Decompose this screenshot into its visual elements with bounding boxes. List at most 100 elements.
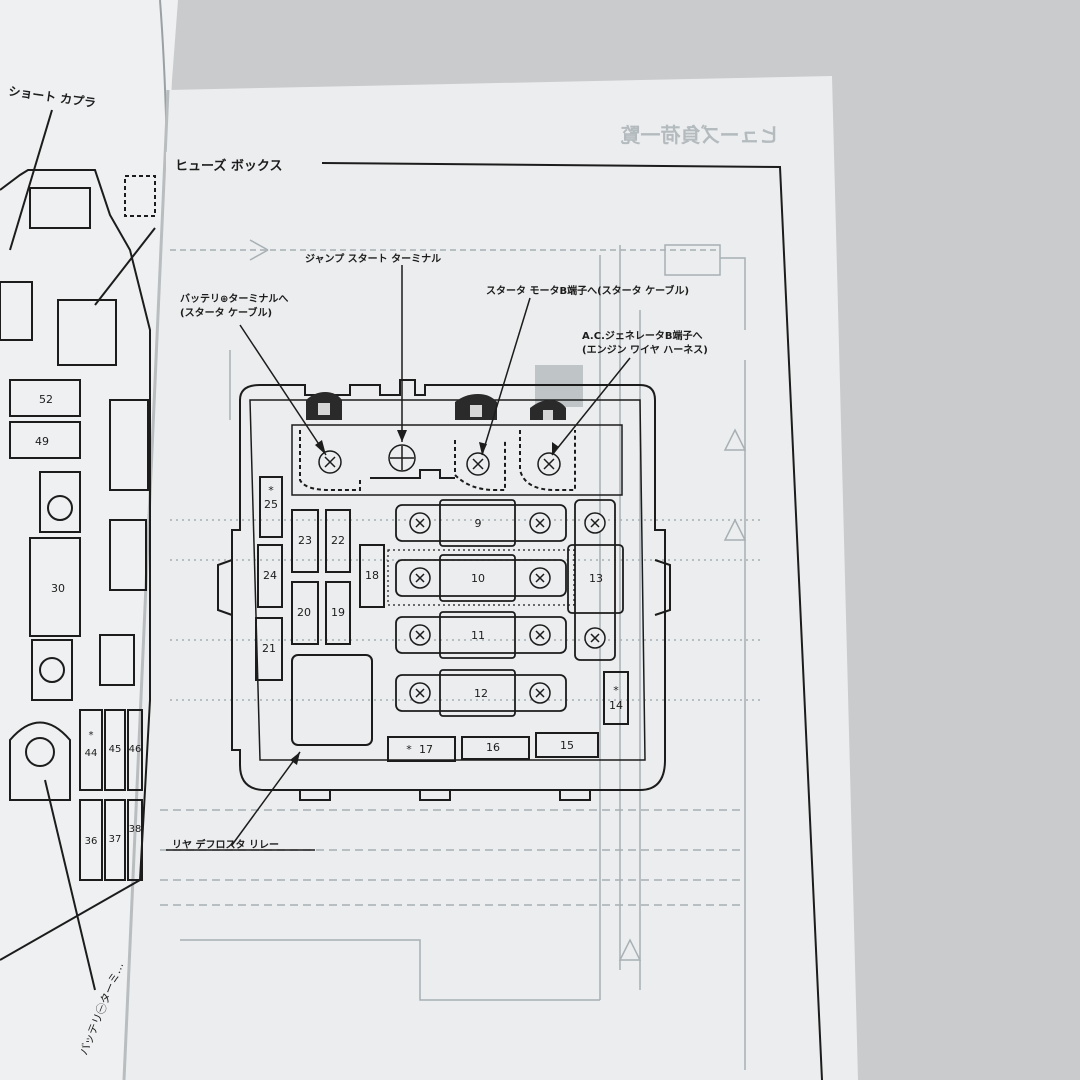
starter-terminal-dashed — [454, 440, 506, 491]
left-fuse-38: 38 — [129, 824, 142, 835]
fuse-14-star: * — [613, 684, 619, 697]
alternator-label: A.C.ジェネレータB端子へ — [582, 329, 702, 342]
fuse-14-label: 14 — [609, 699, 623, 712]
left-fuse-44: 44 — [85, 748, 98, 759]
left-fuse-37: 37 — [109, 834, 122, 845]
battery-plus-sublabel: (スタータ ケーブル) — [180, 306, 272, 319]
fuse-12-label: 12 — [474, 687, 488, 700]
left-leader-2 — [94, 227, 156, 306]
fuse-11-body — [439, 611, 516, 659]
left-box-outline — [0, 169, 151, 961]
left-bolt-3 — [25, 737, 55, 767]
left-fuse-49: 49 — [35, 435, 49, 448]
fuse-18-label: 18 — [365, 569, 379, 582]
left-page-drawing: ショート カプラ — [0, 83, 156, 991]
fuse-25-star: * — [268, 484, 274, 497]
callout-leaders — [166, 265, 631, 851]
fuse-19-label: 19 — [331, 606, 345, 619]
left-box-tab — [29, 187, 91, 229]
callout-arrowheads — [290, 430, 559, 765]
fuse-25-label: 25 — [264, 498, 278, 511]
box-frame: ヒューズ ボックス — [166, 152, 823, 1080]
left-relay-e — [99, 634, 135, 686]
fuse-15-body — [535, 732, 599, 758]
fuse-9-label: 9 — [475, 517, 482, 530]
fuse-17-star: * — [406, 743, 412, 756]
left-dashed-tag — [124, 175, 156, 217]
fuse-15-label: 15 — [560, 739, 574, 752]
title-bg — [166, 152, 322, 174]
defroster-leader — [231, 751, 301, 846]
fuse-17-body — [387, 736, 456, 762]
left-fuse-36: 36 — [85, 836, 98, 847]
left-bolt-block-2 — [31, 639, 73, 701]
left-fuse-52: 52 — [39, 393, 53, 406]
frame-border — [321, 162, 823, 1080]
terminal-bolts — [318, 444, 561, 476]
fuse-24-body — [257, 544, 283, 608]
fuse-10-label: 10 — [471, 572, 485, 585]
terminal-block — [291, 424, 623, 496]
left-battery-terminal — [9, 721, 71, 801]
left-page — [0, 0, 178, 1080]
fuse-20-label: 20 — [297, 606, 311, 619]
left-fuse-38-box — [127, 799, 143, 881]
left-relay-b — [57, 299, 117, 366]
fuse-25-body — [259, 476, 283, 538]
left-fuse-45-box — [104, 709, 126, 791]
starter-motor-label: スタータ モータB端子へ(スタータ ケーブル) — [486, 284, 689, 297]
left-relay-c — [109, 399, 149, 491]
rear-defroster-relay-label: リヤ デフロスタ リレー — [172, 838, 279, 851]
fuse-box-outline — [231, 379, 666, 791]
alternator-sublabel: (エンジン ワイヤ ハーネス) — [582, 344, 708, 356]
alternator-leader — [551, 357, 631, 456]
maxi-fuses — [387, 499, 624, 717]
battery-terminal-dashed — [299, 430, 361, 491]
left-battery-leader — [44, 779, 96, 991]
right-page — [124, 76, 858, 1080]
fuse-23-label: 23 — [298, 534, 312, 547]
battery-plus-label: バッテリ⊕ターミナルへ — [180, 293, 288, 305]
bleed-through-header: ヒューズ負荷一覧 — [621, 123, 780, 147]
jump-start-label: ジャンプ スタート ターミナル — [305, 252, 441, 265]
left-fuse-30-box — [29, 537, 81, 637]
left-relay-a — [0, 281, 33, 341]
short-coupler-leader — [9, 109, 53, 251]
left-fuse-44-box — [79, 709, 103, 791]
fuse-16-body — [461, 736, 530, 760]
fuse-13-body — [574, 499, 616, 661]
left-fuse-37-box — [104, 799, 126, 881]
left-fuse-52-box — [9, 379, 81, 417]
left-fuse-44-star: * — [89, 730, 94, 741]
fuse-22-label: 22 — [331, 534, 345, 547]
fuse-23-body — [291, 509, 319, 573]
left-relay-d — [109, 519, 147, 591]
left-fuse-36-box — [79, 799, 103, 881]
fuse-13-label: 13 — [589, 572, 603, 585]
fuse-16-label: 16 — [486, 741, 500, 754]
fuse-24-label: 24 — [263, 569, 277, 582]
fuse-20-body — [291, 581, 319, 645]
fuse-12-body — [439, 669, 516, 717]
left-bolt-1 — [47, 495, 73, 521]
terminal-bridge — [370, 469, 455, 479]
battery-leader — [239, 324, 327, 456]
fuse-box-title: ヒューズ ボックス — [175, 158, 283, 174]
fuse-9-body — [439, 499, 516, 547]
starter-leader — [481, 297, 531, 456]
left-fuse-30: 30 — [51, 582, 65, 595]
terminal-cap-highlights — [318, 403, 553, 420]
fuse-box-feet — [299, 790, 591, 801]
rear-defroster-relay-body — [291, 654, 373, 746]
callout-labels: ジャンプ スタート ターミナル バッテリ⊕ターミナルへ (スタータ ケーブル) … — [172, 252, 708, 851]
fuse-10-body — [439, 554, 516, 602]
fuse-21-body — [255, 617, 283, 681]
left-fuse-49-box — [9, 421, 81, 459]
fuse-11-label: 11 — [471, 629, 485, 642]
left-fuse-45: 45 — [109, 744, 122, 755]
fuse-box-side-clips — [217, 559, 671, 616]
fuse-21-label: 21 — [262, 642, 276, 655]
left-fuse-46: 46 — [129, 744, 142, 755]
left-bolt-block-1 — [39, 471, 81, 533]
